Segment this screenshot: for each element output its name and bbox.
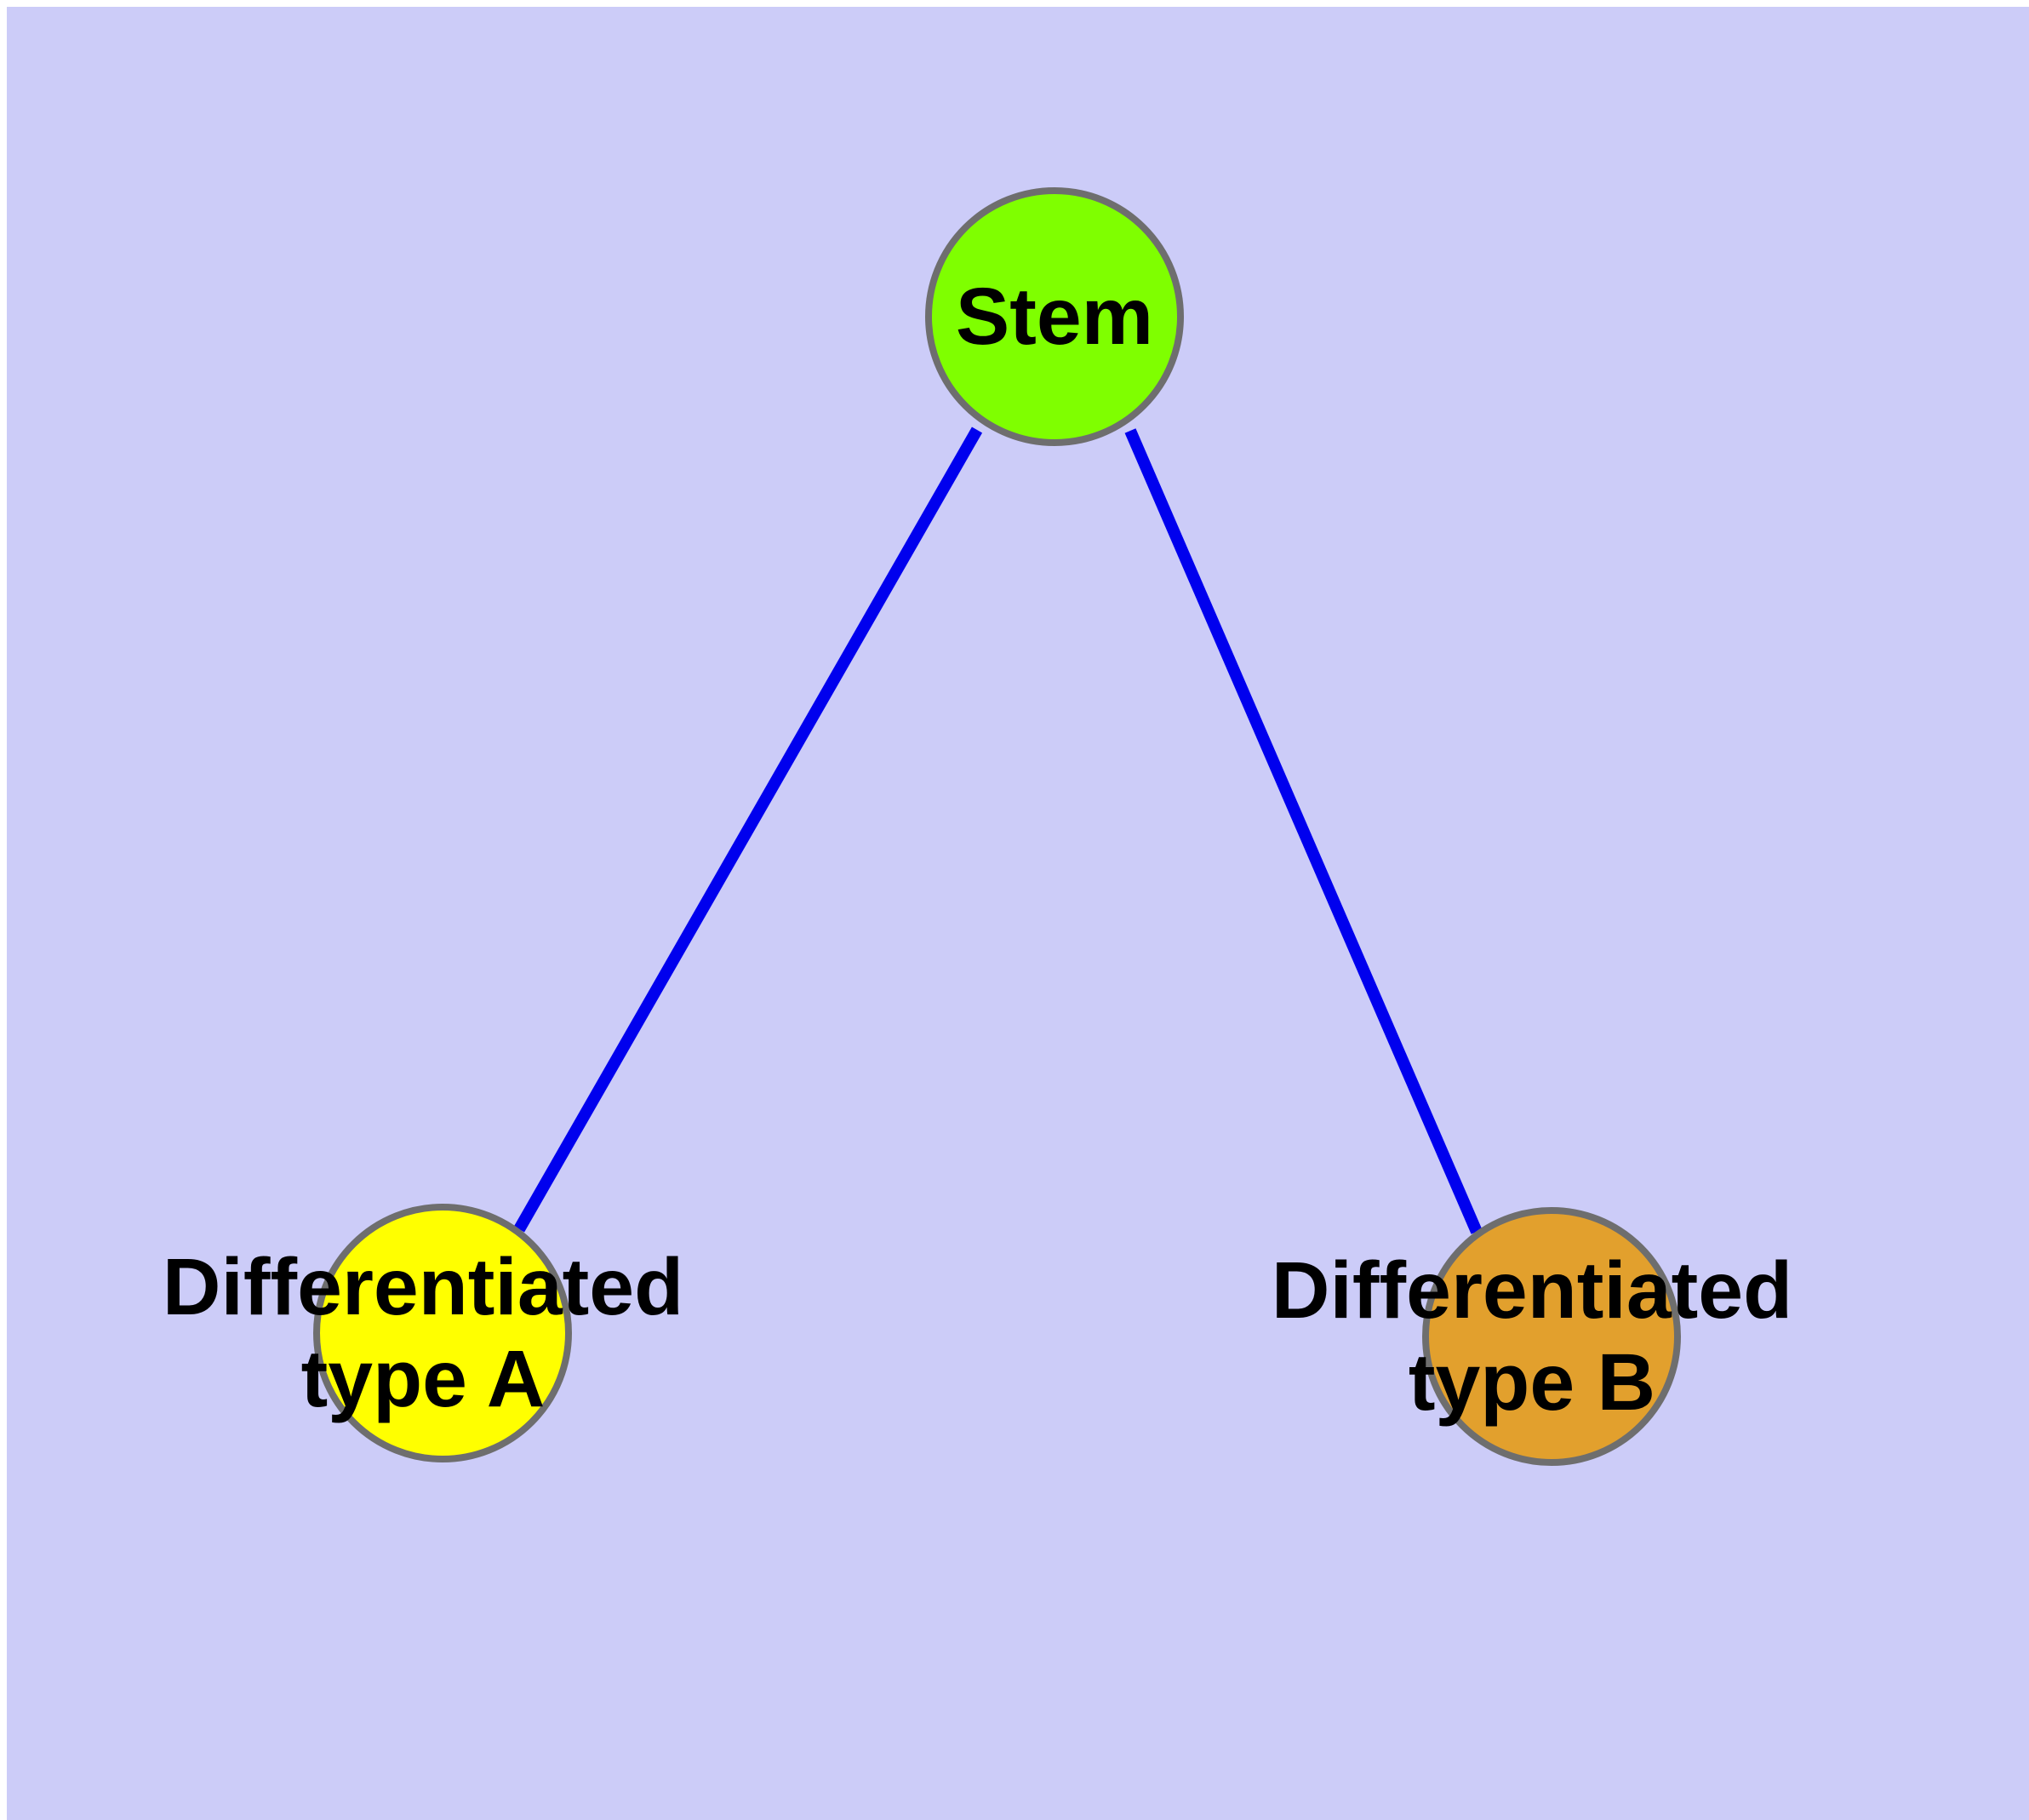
node-differentiated-type-b-circle[interactable] — [1422, 1207, 1681, 1466]
node-differentiated-type-a[interactable]: Differentiated type A — [163, 1204, 683, 1462]
nodes-group: Stem Differentiated type A Differentiate… — [163, 187, 1792, 1466]
node-differentiated-type-a-label-line-1: Differentiated — [163, 1242, 683, 1332]
node-differentiated-type-a-circle[interactable] — [313, 1204, 572, 1462]
node-differentiated-type-b-label-line-1: Differentiated — [1272, 1245, 1792, 1336]
edge-stem-to-differentiated-type-a[interactable] — [513, 426, 983, 1233]
node-stem-label-line-1: Stem — [956, 272, 1153, 362]
node-differentiated-type-b-label-line-2: type B — [1409, 1337, 1655, 1428]
node-stem[interactable]: Stem — [925, 187, 1184, 446]
edge-stem-to-differentiated-type-b[interactable] — [1124, 428, 1483, 1234]
node-stem-circle[interactable] — [925, 187, 1184, 446]
node-differentiated-type-b[interactable]: Differentiated type B — [1272, 1207, 1792, 1466]
edges-group — [513, 426, 1483, 1234]
node-differentiated-type-a-label-line-2: type A — [301, 1334, 546, 1424]
